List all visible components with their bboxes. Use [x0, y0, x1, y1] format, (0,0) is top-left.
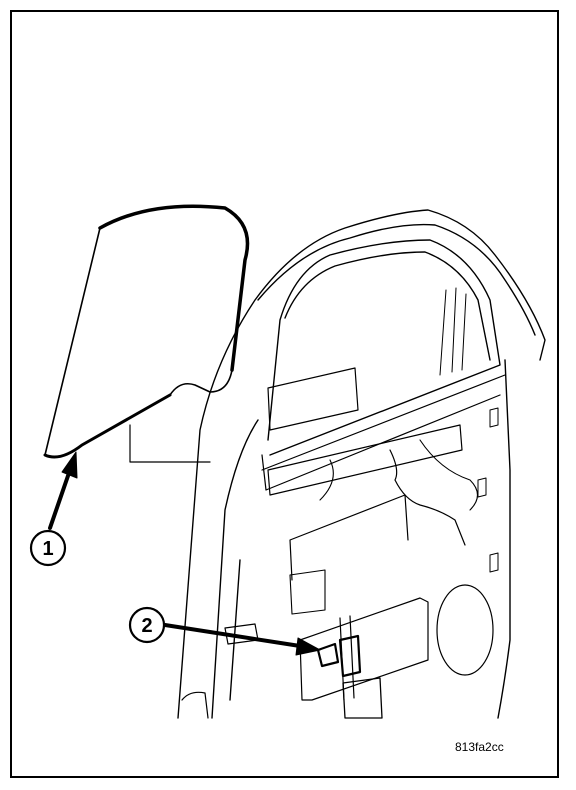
door-shell: [177, 209, 546, 719]
callout-1: 1: [29, 529, 67, 567]
callout-2: 2: [128, 606, 166, 644]
leader-2: [163, 623, 321, 656]
callout-2-label: 2: [141, 615, 152, 637]
figure-id: 813fa2cc: [455, 740, 504, 754]
regulator-clamp: [316, 615, 383, 719]
door-glass-panel: [43, 204, 250, 463]
callout-1-label: 1: [42, 538, 53, 560]
leader-1: [48, 451, 78, 530]
